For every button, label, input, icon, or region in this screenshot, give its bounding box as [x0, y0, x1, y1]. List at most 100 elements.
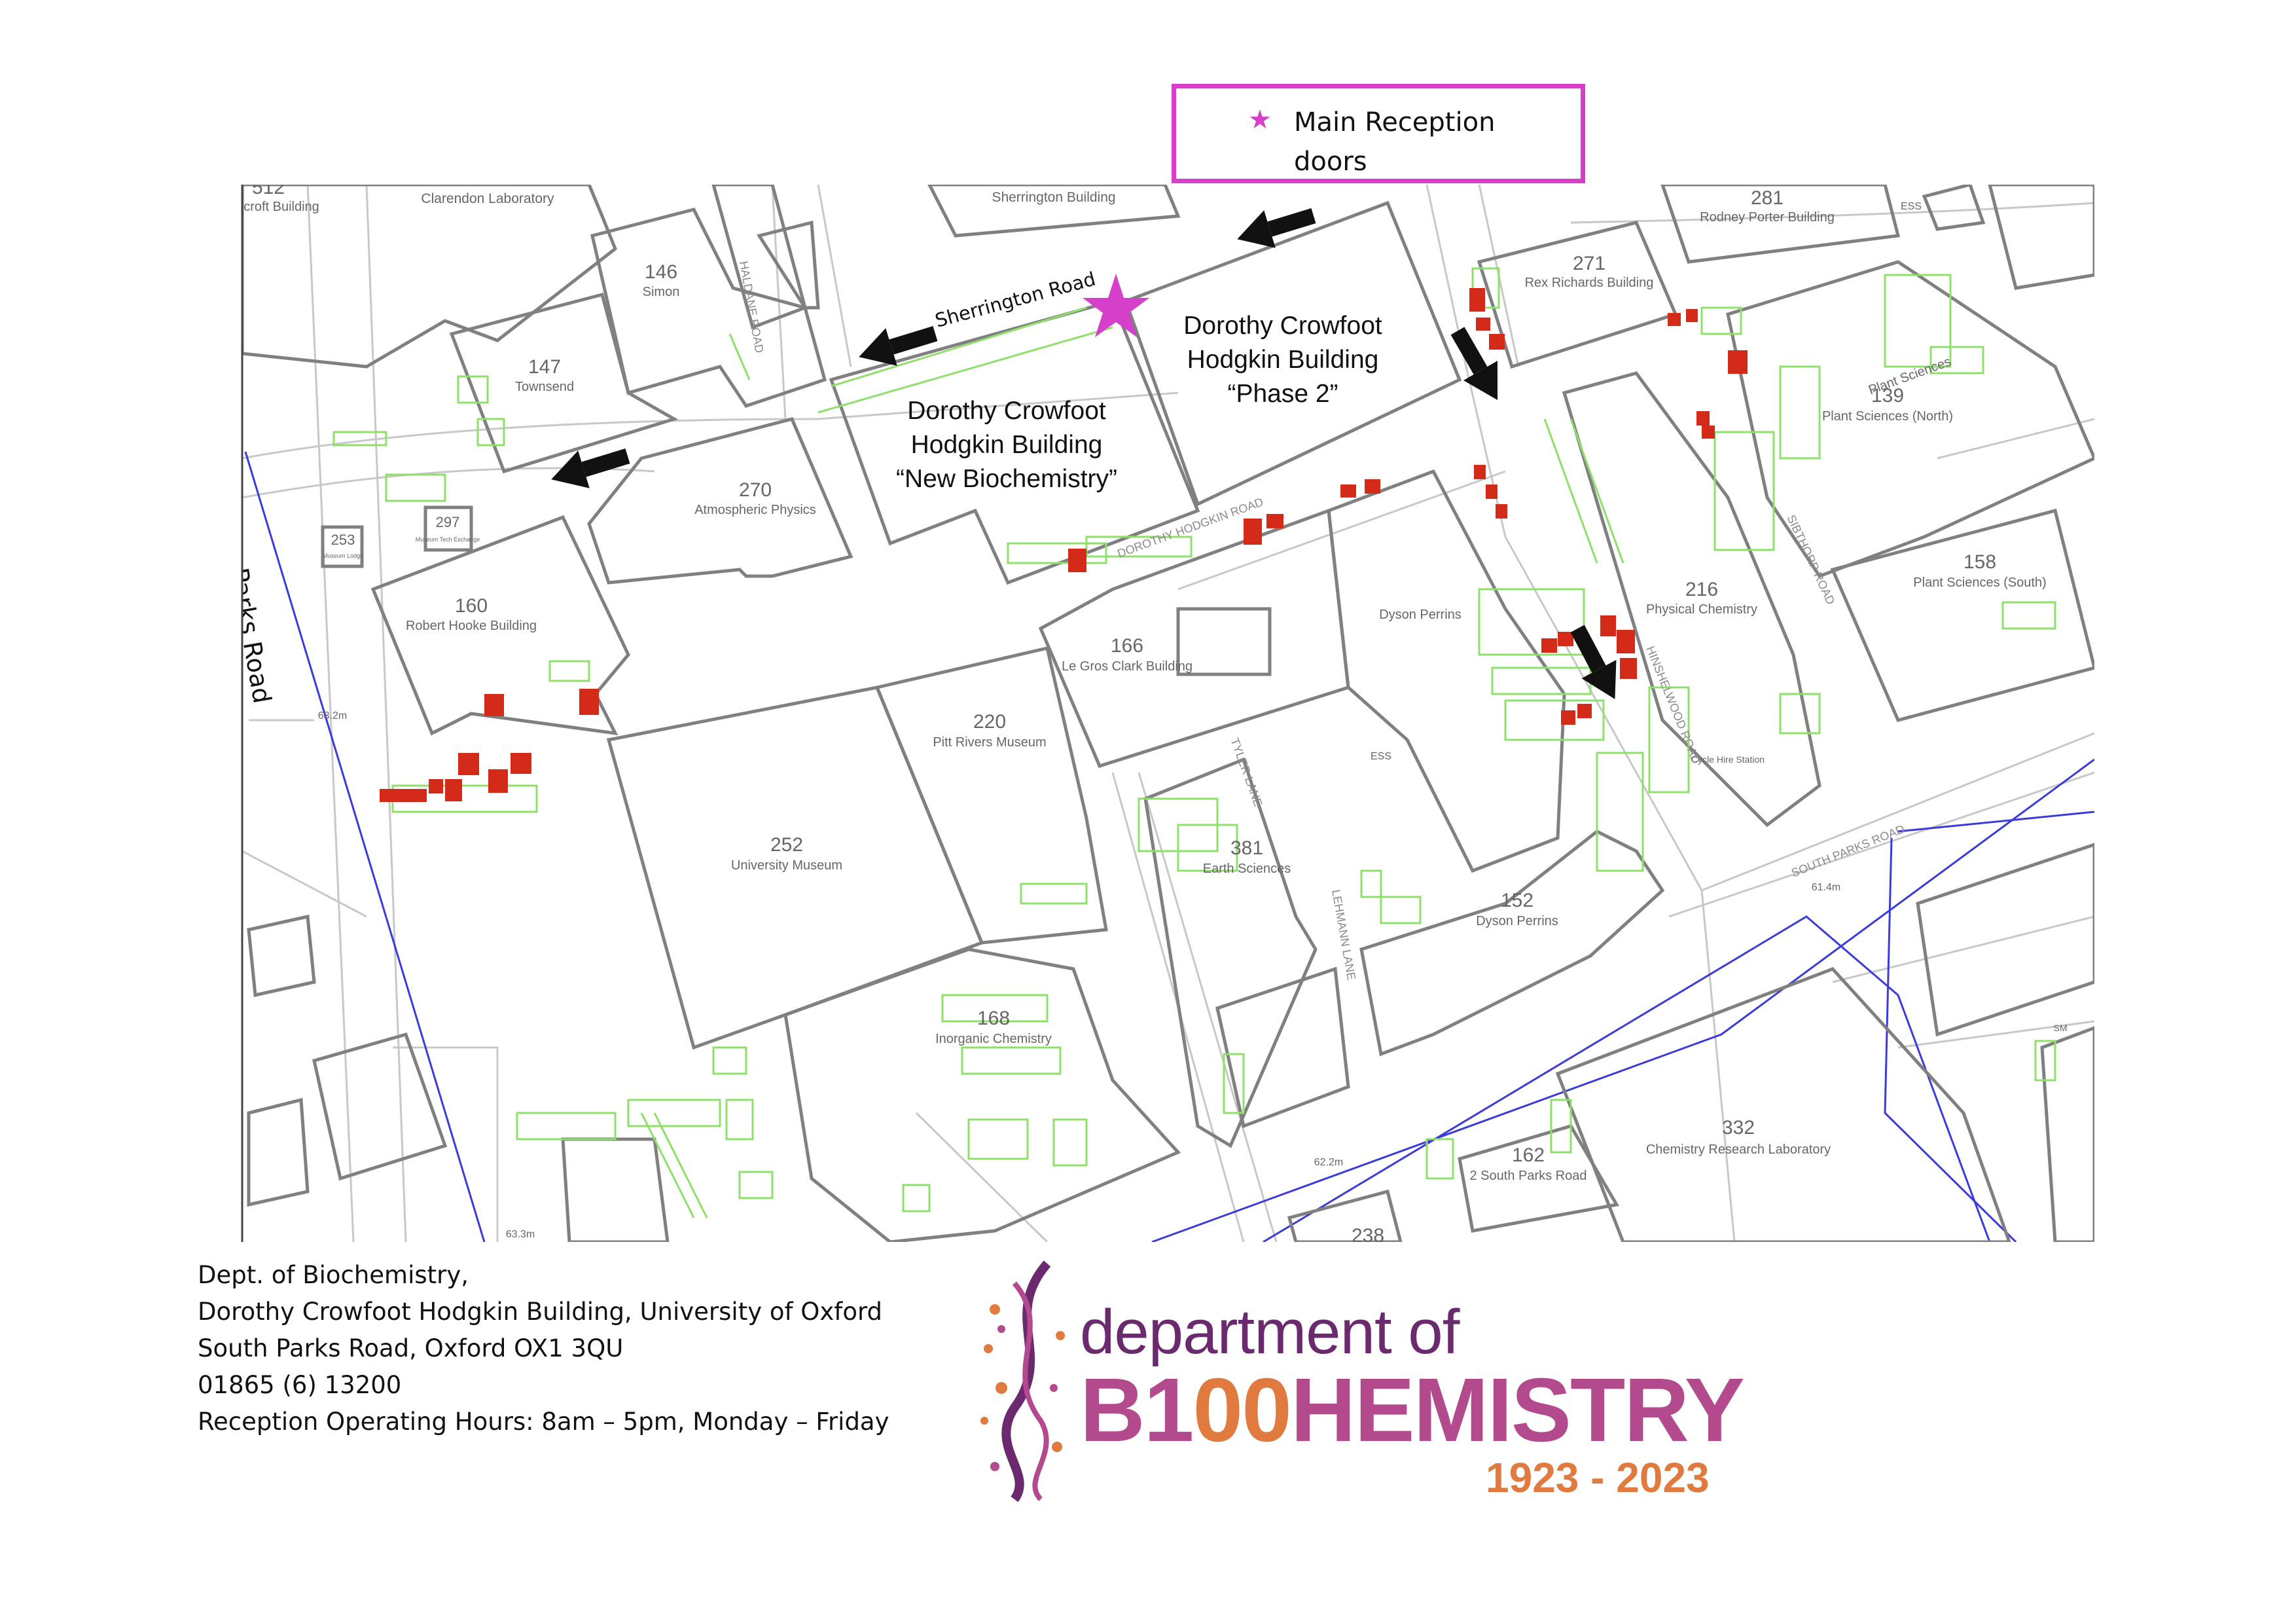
svg-text:Sherrington Building: Sherrington Building	[992, 190, 1115, 205]
star-icon: ★	[1248, 105, 1272, 134]
building-sherrington-label: Sherrington Building	[992, 190, 1115, 205]
svg-text:147: 147	[528, 356, 561, 378]
svg-text:“New Biochemistry”: “New Biochemistry”	[896, 465, 1117, 493]
svg-text:Clarendon Laboratory: Clarendon Laboratory	[421, 191, 554, 206]
phase-2-label: Dorothy Crowfoot Hodgkin Building “Phase…	[1183, 312, 1382, 408]
svg-text:162: 162	[1512, 1144, 1545, 1166]
svg-text:Plant Sciences (South): Plant Sciences (South)	[1913, 575, 2046, 590]
arrow-icon	[1570, 625, 1617, 699]
svg-text:Rodney Porter Building: Rodney Porter Building	[1700, 210, 1835, 225]
svg-text:271: 271	[1573, 253, 1605, 274]
svg-text:Hodgkin Building: Hodgkin Building	[911, 431, 1103, 459]
building-162-label: 162 2 South Parks Road	[1470, 1144, 1587, 1183]
svg-text:2 South Parks Road: 2 South Parks Road	[1470, 1169, 1587, 1183]
svg-text:University Museum: University Museum	[731, 858, 842, 873]
svg-text:Dorothy Crowfoot: Dorothy Crowfoot	[1183, 312, 1382, 340]
spot-height-2: 62.2m	[1314, 1157, 1343, 1168]
spot-height-3: 61.4m	[1812, 882, 1840, 893]
cycle-hire-label: Cycle Hire Station	[1691, 754, 1765, 765]
address-block: Dept. of Biochemistry, Dorothy Crowfoot …	[198, 1257, 889, 1440]
svg-text:270: 270	[739, 479, 772, 501]
svg-text:croft Building: croft Building	[243, 200, 319, 214]
address-line-3: South Parks Road, Oxford OX1 3QU	[198, 1334, 624, 1362]
svg-text:“Phase 2”: “Phase 2”	[1227, 380, 1338, 408]
legend-label: Main Reception doors	[1294, 107, 1496, 177]
svg-text:Earth Sciences: Earth Sciences	[1203, 862, 1291, 876]
svg-text:281: 281	[1751, 187, 1784, 209]
arrow-icon	[551, 448, 630, 488]
arrow-icon	[859, 326, 938, 366]
svg-text:Museum Lodge: Museum Lodge	[323, 553, 363, 559]
spot-height-1: 63.2m	[318, 710, 347, 721]
svg-text:Atmospheric Physics: Atmospheric Physics	[694, 503, 816, 517]
building-clarendon-label: Clarendon Laboratory	[421, 191, 554, 206]
building-dyson-perrins-upper-label: Dyson Perrins	[1379, 608, 1462, 622]
svg-text:139: 139	[1871, 385, 1904, 407]
svg-text:512: 512	[252, 177, 285, 198]
logo-00: 00	[1193, 1360, 1291, 1461]
svg-text:216: 216	[1685, 579, 1718, 600]
ess-label-2: ESS	[1371, 751, 1391, 762]
bike-parking-markings	[332, 267, 2056, 1218]
ess-label: ESS	[1901, 201, 1922, 212]
address-line-2: Dorothy Crowfoot Hodgkin Building, Unive…	[198, 1298, 883, 1326]
svg-text:Physical Chemistry: Physical Chemistry	[1646, 602, 1757, 617]
building-166-label: 166 Le Gros Clark Building	[1062, 635, 1193, 674]
svg-text:Plant Sciences (North): Plant Sciences (North)	[1822, 409, 1953, 424]
svg-text:158: 158	[1964, 551, 1996, 573]
spot-height-4: 63.3m	[506, 1229, 535, 1240]
svg-text:Chemistry Research Laboratory: Chemistry Research Laboratory	[1646, 1142, 1831, 1157]
logo-b100chemistry: B100HEMISTRY	[1080, 1359, 1745, 1463]
dna-helix-icon	[980, 1260, 1065, 1503]
direction-arrows	[551, 208, 1617, 699]
map-background	[242, 185, 2094, 1242]
building-512-label: 512 croft Building	[243, 177, 319, 214]
svg-text:Townsend: Townsend	[515, 380, 574, 394]
signage-markers	[380, 288, 1748, 802]
svg-text:252: 252	[770, 834, 803, 856]
legend-box: ★ Main Reception doors	[1172, 84, 1585, 183]
logo-years: 1923 - 2023	[1486, 1454, 1710, 1501]
svg-text:166: 166	[1111, 635, 1143, 657]
new-biochemistry-label: Dorothy Crowfoot Hodgkin Building “New B…	[896, 397, 1117, 493]
svg-text:Simon: Simon	[643, 285, 680, 299]
svg-text:Inorganic Chemistry: Inorganic Chemistry	[935, 1032, 1052, 1046]
reception-hours: Reception Operating Hours: 8am – 5pm, Mo…	[198, 1408, 889, 1436]
sm-label: SM	[2054, 1023, 2068, 1033]
logo-department-of: department of	[1080, 1297, 1460, 1367]
svg-text:Dyson Perrins: Dyson Perrins	[1379, 608, 1462, 622]
svg-text:160: 160	[455, 595, 488, 617]
svg-text:381: 381	[1230, 837, 1263, 859]
svg-text:168: 168	[977, 1008, 1010, 1029]
svg-text:146: 146	[645, 261, 677, 283]
svg-text:152: 152	[1501, 890, 1534, 911]
svg-text:297: 297	[436, 514, 460, 530]
svg-text:Dorothy Crowfoot: Dorothy Crowfoot	[907, 397, 1106, 425]
logo-b: B1	[1080, 1360, 1194, 1461]
svg-text:332: 332	[1722, 1117, 1755, 1139]
phone-number: 01865 (6) 13200	[198, 1371, 402, 1399]
svg-text:Le Gros Clark Building: Le Gros Clark Building	[1062, 659, 1193, 674]
building-238-label: 238	[1352, 1225, 1384, 1247]
arrow-icon	[1237, 208, 1316, 248]
svg-text:Hodgkin Building: Hodgkin Building	[1187, 346, 1379, 374]
svg-text:Pitt Rivers Museum: Pitt Rivers Museum	[933, 735, 1046, 750]
svg-text:238: 238	[1352, 1225, 1384, 1247]
svg-text:Robert Hooke Building: Robert Hooke Building	[406, 619, 537, 633]
svg-text:Rex Richards Building: Rex Richards Building	[1525, 276, 1654, 290]
